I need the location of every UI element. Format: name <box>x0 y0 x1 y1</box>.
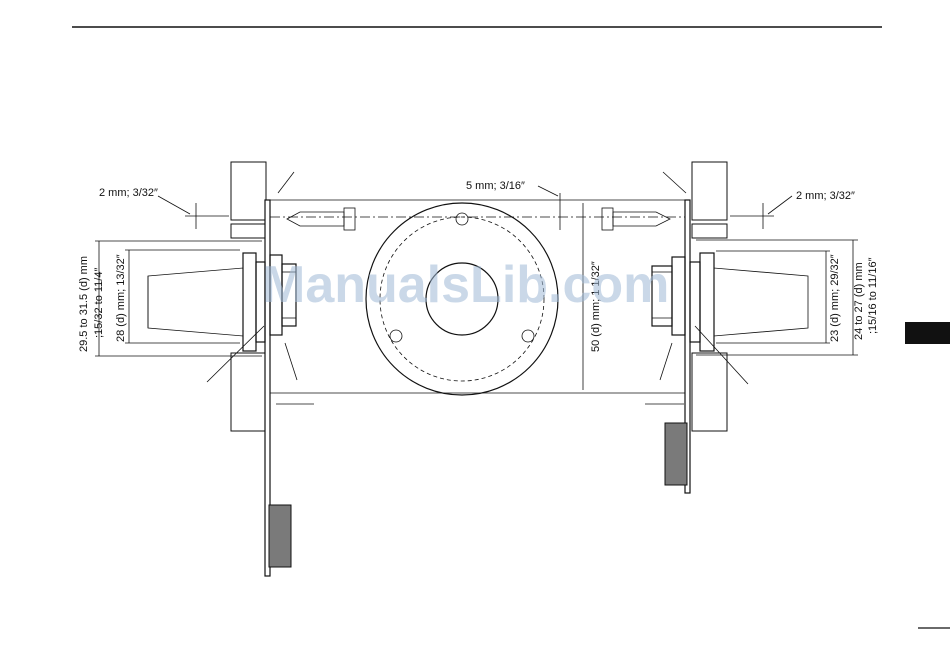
section-tab <box>905 322 950 344</box>
right-outer-dim-line2: ;15/16 to 11/16″ <box>867 257 879 334</box>
right-inner-dim: 23 (d) mm; 29/32″ <box>829 254 841 342</box>
right-wall <box>692 162 727 431</box>
right-screw <box>602 208 670 230</box>
left-outer-dim-line1: 29.5 to 31.5 (d) mm <box>78 256 90 352</box>
right-dimensions <box>645 172 858 404</box>
left-pcb-component <box>269 505 291 567</box>
center-gap-label: 5 mm; 3/16″ <box>466 180 525 192</box>
right-gap-label: 2 mm; 3/32″ <box>796 190 855 202</box>
left-screw <box>287 208 355 230</box>
right-pcb-component <box>665 423 687 485</box>
left-inner-dim: 28 (d) mm; 13/32″ <box>115 254 127 342</box>
right-outer-dim-line1: 24 to 27 (d) mm <box>853 262 865 340</box>
left-outer-dim-line2: ;15/32 to 11/4″ <box>93 268 105 338</box>
left-wall <box>231 162 266 431</box>
left-gap-label: 2 mm; 3/32″ <box>99 187 158 199</box>
watermark: ManualsLib.com <box>262 256 669 314</box>
right-jack <box>652 253 808 351</box>
